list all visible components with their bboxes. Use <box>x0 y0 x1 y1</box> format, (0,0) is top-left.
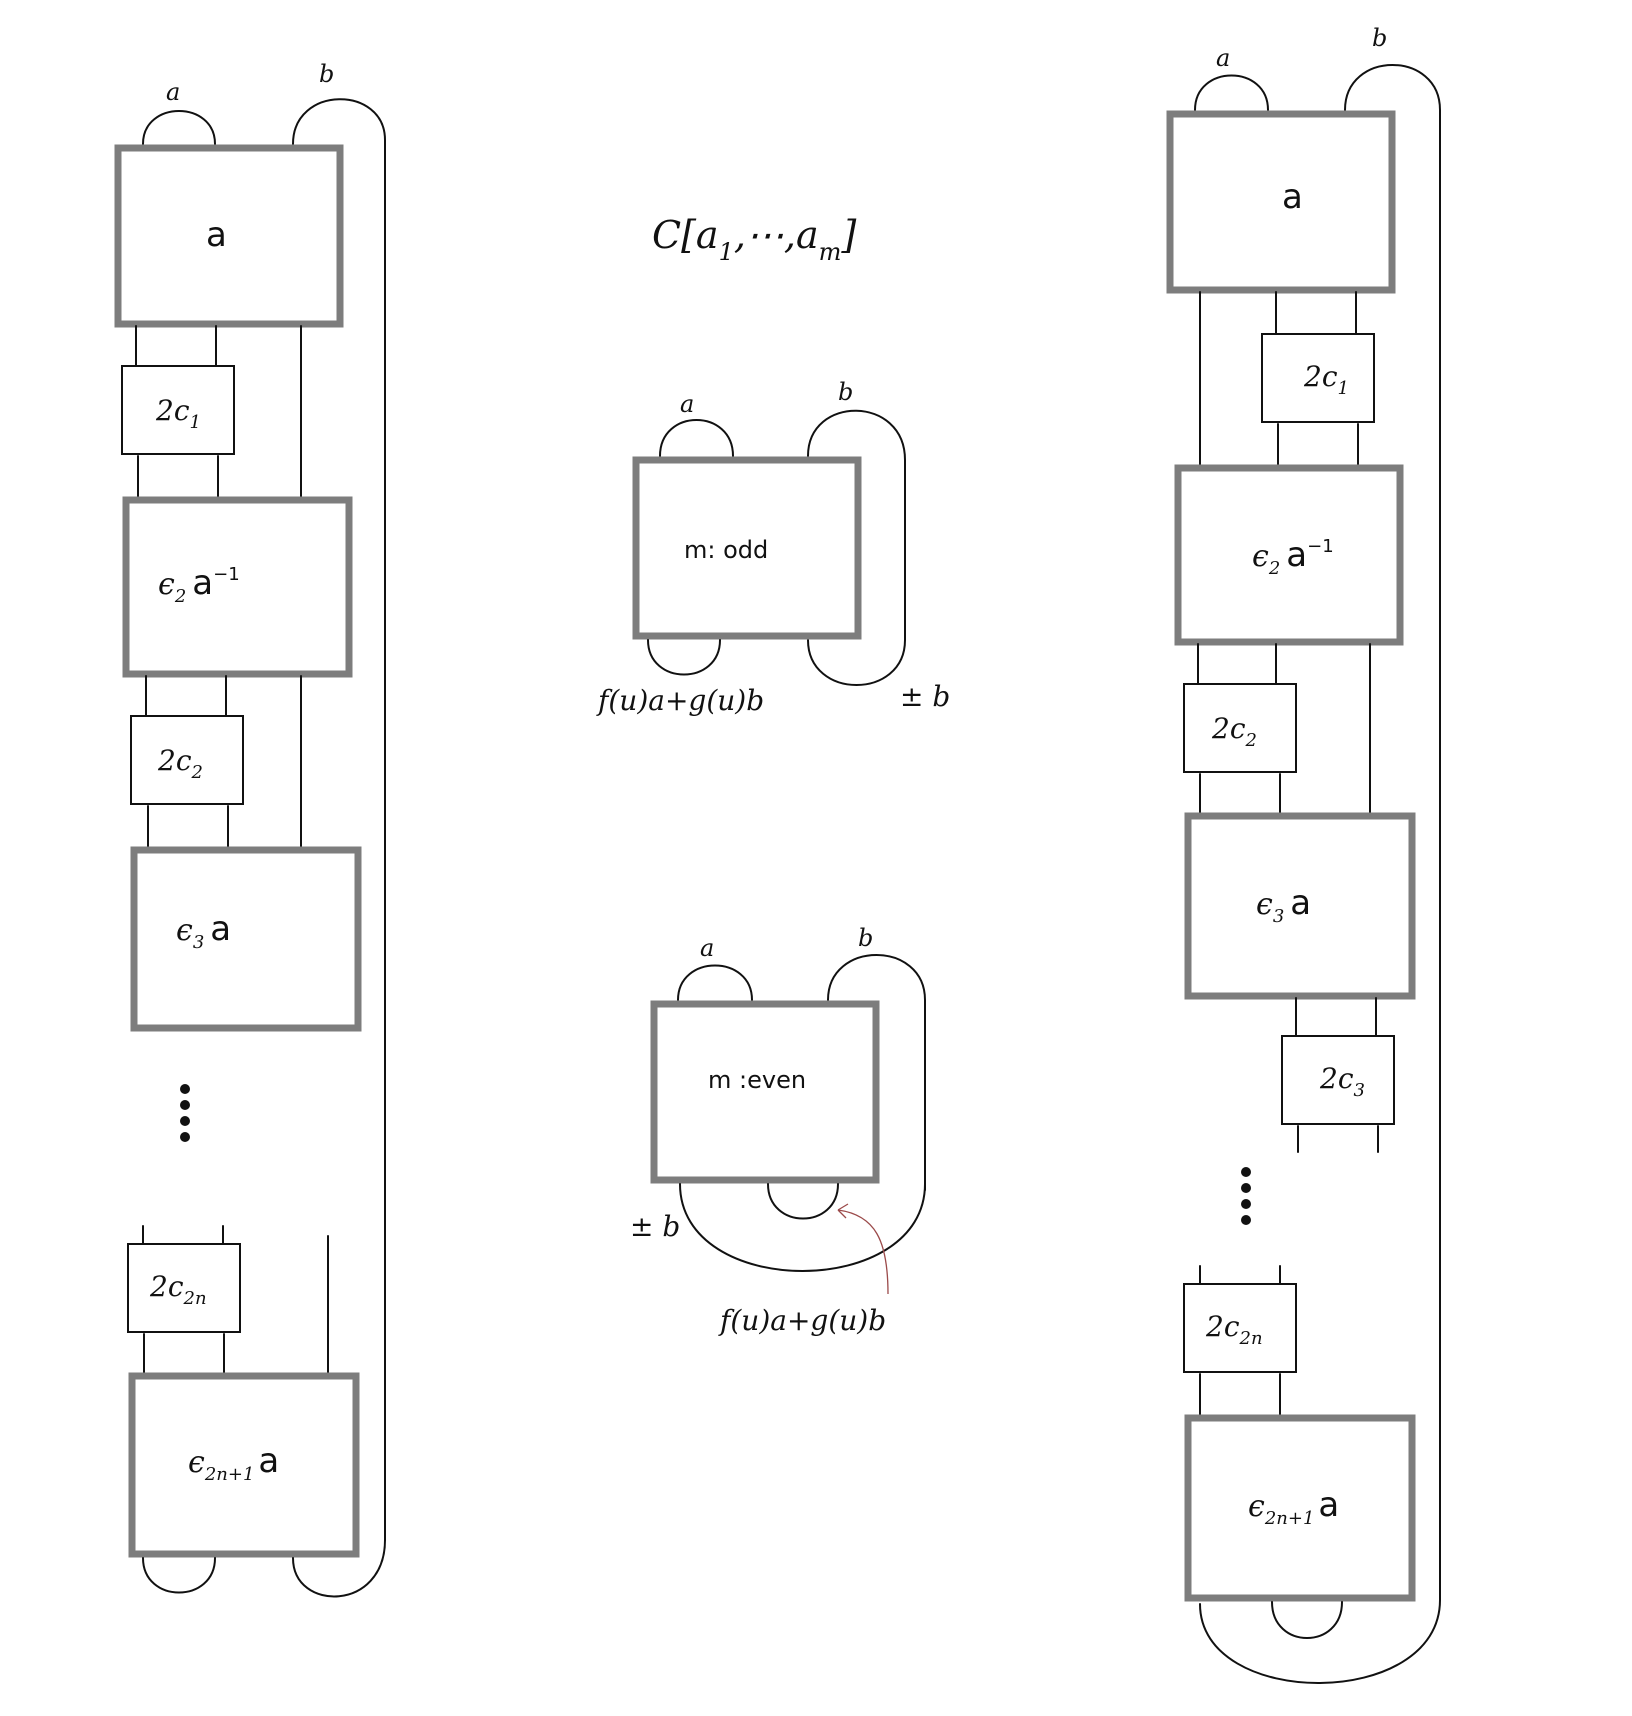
odd-label-pm-b: ± b <box>900 680 950 713</box>
right-twist-2c2n <box>1183 1283 1297 1373</box>
odd-box-label: m: odd <box>684 536 768 564</box>
left-ellipsis-dots <box>180 1084 190 1142</box>
right-twist-2c3-label: 2c3 <box>1319 1062 1365 1101</box>
right-twist-2c1 <box>1261 333 1375 423</box>
left-twist-2c1-label: 2c1 <box>155 394 201 433</box>
right-label-b: b <box>1372 24 1387 52</box>
right-ellipsis-dots <box>1241 1167 1251 1225</box>
left-box-eps2n1-a <box>128 1372 360 1558</box>
right-label-a: a <box>1216 44 1230 72</box>
right-twist-2c3 <box>1281 1035 1395 1125</box>
left-twist-2c2n <box>127 1243 241 1333</box>
left-label-a: a <box>166 78 180 106</box>
odd-box <box>632 456 862 640</box>
odd-label-b: b <box>838 378 853 406</box>
even-box-label: m :even <box>708 1066 806 1094</box>
even-label-f-expr: f(u)a+g(u)b <box>718 1304 886 1337</box>
right-box-eps2n1-a <box>1184 1414 1416 1602</box>
right-box-a <box>1166 110 1396 294</box>
right-box-eps3-a <box>1184 812 1416 1000</box>
right-box-eps2-ainv <box>1174 464 1404 646</box>
left-box-eps3-a <box>130 846 362 1032</box>
even-box <box>650 1000 880 1184</box>
odd-case-diagram: a b m: odd f(u)a+g(u)b ± b <box>596 378 950 717</box>
even-label-a: a <box>700 934 714 962</box>
left-cup-b <box>292 1539 386 1598</box>
left-box-eps2-ainv <box>122 496 353 678</box>
left-box-a <box>114 144 344 328</box>
even-case-diagram: a b m :even ± b f(u)a+g(u)b <box>630 924 926 1337</box>
even-label-pm-b: ± b <box>630 1210 680 1243</box>
right-twist-2c2n-label: 2c2n <box>1205 1310 1263 1349</box>
right-box-a-label: a <box>1282 177 1303 217</box>
left-cup-a <box>142 1557 216 1594</box>
left-cap-a <box>142 110 216 145</box>
left-twist-2c2 <box>130 715 244 805</box>
odd-label-a: a <box>680 390 694 418</box>
left-twist-2c2n-label: 2c2n <box>149 1270 207 1309</box>
odd-label-f-expr: f(u)a+g(u)b <box>596 684 764 717</box>
left-label-b: b <box>319 60 334 88</box>
continued-fraction-title: C[a1,⋯,am] <box>652 213 856 266</box>
left-box-a-label: a <box>206 215 227 255</box>
right-twist-2c2-label: 2c2 <box>1211 712 1257 751</box>
left-long-strand <box>292 98 386 1541</box>
even-label-b: b <box>858 924 873 952</box>
right-twist-2c1-label: 2c1 <box>1303 360 1349 399</box>
left-twist-2c2-label: 2c2 <box>157 744 203 783</box>
right-twist-2c2 <box>1183 683 1297 773</box>
left-twist-2c1 <box>121 365 235 455</box>
